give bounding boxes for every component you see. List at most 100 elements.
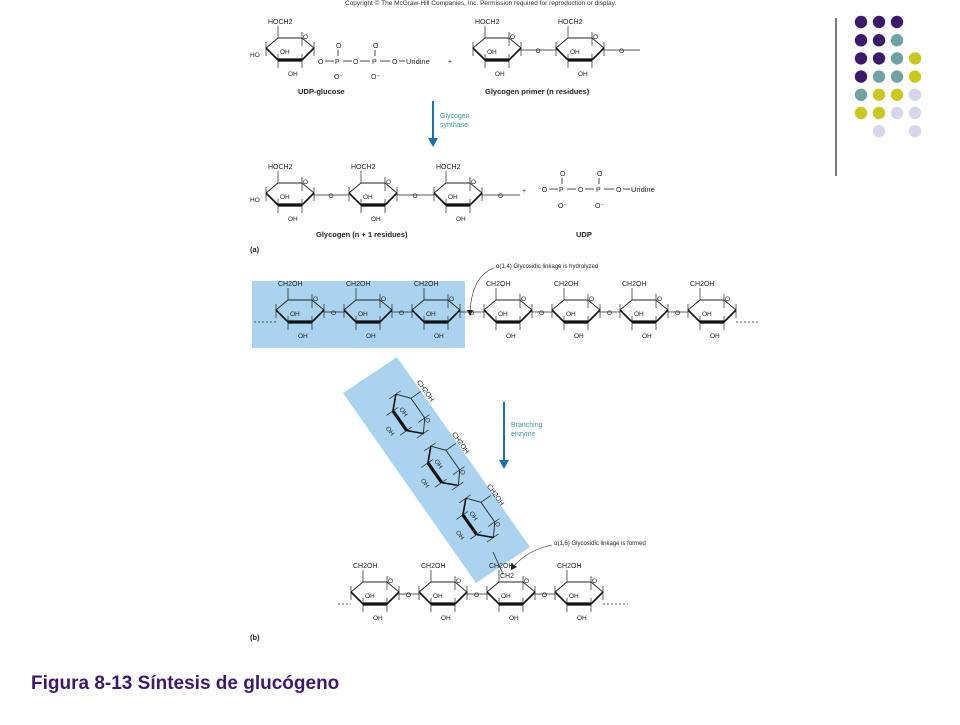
decor-dot	[890, 106, 904, 120]
svg-text:OH: OH	[280, 194, 290, 201]
svg-text:O: O	[449, 296, 454, 303]
decor-dot	[872, 34, 886, 47]
svg-text:OH: OH	[358, 311, 368, 318]
svg-text:OH: OH	[498, 311, 508, 318]
note-formed: α(1,6) Glycosidic linkage is formed	[554, 541, 646, 547]
svg-text:O: O	[373, 43, 379, 50]
udp-glucose-label: UDP-glucose	[298, 87, 345, 96]
svg-text:OH: OH	[702, 311, 712, 318]
svg-text:P: P	[559, 187, 564, 194]
decor-dot	[890, 88, 904, 102]
svg-text:CH2OH: CH2OH	[622, 281, 647, 288]
svg-text:O: O	[381, 296, 386, 303]
glucose-ring: O CH2OH OH OH	[343, 281, 393, 340]
decor-dot	[854, 70, 868, 83]
svg-text:OH: OH	[366, 333, 376, 340]
svg-text:HOCH2: HOCH2	[475, 19, 500, 26]
decor-dot	[908, 88, 922, 102]
svg-text:O: O	[458, 468, 467, 476]
highlight-box-diagonal	[343, 357, 530, 583]
decor-dot	[908, 70, 922, 83]
svg-text:O: O	[521, 296, 526, 303]
svg-text:O: O	[331, 310, 336, 317]
glycogen-synthase-arrow	[428, 101, 438, 147]
svg-text:P: P	[335, 59, 340, 66]
svg-text:O: O	[560, 171, 566, 178]
svg-text:O: O	[392, 59, 398, 66]
svg-text:O: O	[498, 193, 503, 200]
svg-text:+: +	[448, 59, 452, 66]
decor-dot	[890, 52, 904, 65]
svg-text:⁻O: ⁻O	[538, 187, 548, 194]
udp-phosphates: + ⁻O PO O⁻ O PO O⁻ O	[522, 171, 630, 210]
svg-text:OH: OH	[569, 593, 579, 600]
svg-text:O: O	[313, 296, 318, 303]
copyright-notice: Copyright © The McGraw-Hill Companies, I…	[345, 0, 617, 7]
svg-text:O: O	[329, 193, 334, 200]
decor-dot	[854, 88, 868, 102]
svg-text:O: O	[725, 296, 730, 303]
decor-dot	[890, 70, 904, 83]
glucose-ring: O CH2OH OH OH	[619, 281, 669, 340]
svg-text:OH: OH	[434, 333, 444, 340]
svg-text:O: O	[593, 34, 598, 41]
svg-text:OH: OH	[501, 593, 511, 600]
svg-text:O: O	[619, 48, 624, 55]
svg-text:CH2OH: CH2OH	[486, 281, 511, 288]
svg-text:O: O	[592, 578, 597, 585]
decor-dot	[872, 52, 886, 65]
svg-text:OH: OH	[426, 311, 436, 318]
branching-enzyme-arrow	[499, 402, 509, 469]
svg-text:O: O	[493, 520, 502, 528]
svg-text:OH: OH	[288, 216, 298, 223]
svg-text:O: O	[542, 592, 547, 599]
svg-text:O: O	[524, 578, 529, 585]
svg-text:OH: OH	[419, 477, 431, 489]
svg-text:O: O	[510, 34, 515, 41]
svg-text:OH: OH	[642, 333, 652, 340]
enzyme-label-branching-1: Branching	[511, 422, 543, 429]
svg-text:O: O	[657, 296, 662, 303]
svg-text:OH: OH	[634, 311, 644, 318]
svg-text:CH2OH: CH2OH	[421, 563, 446, 570]
svg-text:O: O	[318, 59, 324, 66]
svg-text:OH: OH	[456, 216, 466, 223]
svg-text:HOCH2: HOCH2	[436, 164, 461, 171]
svg-text:O: O	[353, 59, 359, 66]
svg-text:OH: OH	[373, 615, 383, 622]
svg-text:CH2OH: CH2OH	[489, 563, 514, 570]
svg-text:O: O	[578, 187, 584, 194]
svg-text:O: O	[406, 592, 411, 599]
decor-dot	[854, 15, 868, 29]
svg-text:OH: OH	[570, 49, 580, 56]
svg-text:OH: OH	[371, 216, 381, 223]
svg-text:P: P	[372, 59, 377, 66]
svg-text:OH: OH	[433, 593, 443, 600]
svg-text:OH: OH	[290, 311, 300, 318]
svg-text:CH2OH: CH2OH	[346, 281, 371, 288]
svg-text:OH: OH	[363, 194, 373, 201]
enzyme-label-synthase-1: Glycogen	[440, 113, 470, 120]
svg-text:O: O	[469, 310, 474, 317]
svg-text:CH2: CH2	[500, 573, 514, 580]
svg-text:OH: OH	[487, 49, 497, 56]
svg-text:O: O	[413, 193, 418, 200]
svg-text:O: O	[536, 48, 541, 55]
highlight-box-horizontal	[252, 281, 465, 348]
svg-text:O: O	[456, 578, 461, 585]
svg-text:O⁻: O⁻	[558, 203, 567, 210]
svg-text:O⁻: O⁻	[371, 74, 380, 81]
svg-text:HOCH2: HOCH2	[558, 19, 583, 26]
svg-text:OH: OH	[577, 615, 587, 622]
svg-text:OH: OH	[432, 458, 444, 470]
